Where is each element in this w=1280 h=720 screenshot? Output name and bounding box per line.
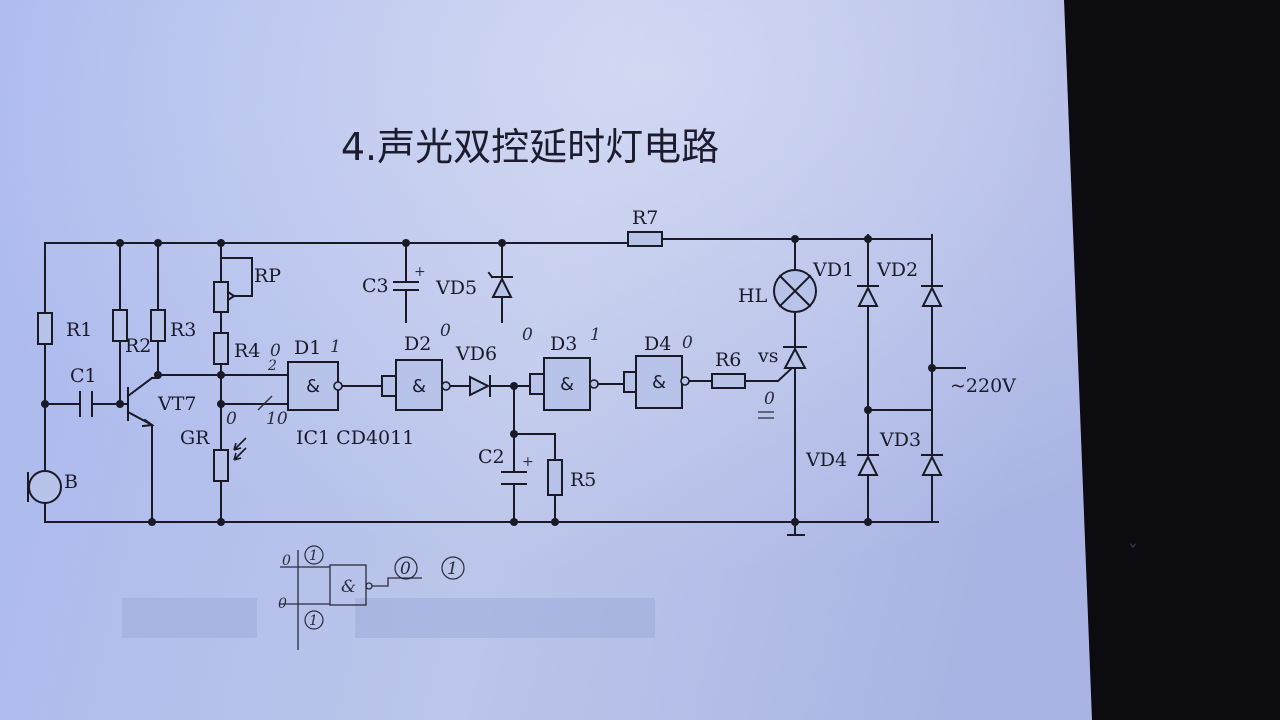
nand-gate-d4: &	[623, 355, 690, 409]
capacitor-c2	[501, 471, 527, 485]
handwritten-gate-sketch: & 1 0 1 0 0 1	[278, 545, 465, 650]
resistor-r4	[213, 332, 229, 365]
diode-vd3	[921, 454, 943, 476]
svg-text:1: 1	[309, 613, 318, 629]
svg-text:C3: C3	[362, 275, 389, 297]
svg-text:ˇ: ˇ	[1128, 541, 1138, 565]
svg-text:vs: vs	[757, 345, 778, 367]
nand-gate-d3: &	[529, 357, 599, 411]
svg-text:&: &	[306, 376, 320, 397]
svg-text:0: 0	[764, 389, 775, 409]
svg-text:0: 0	[278, 596, 287, 612]
bleed-through-mark	[355, 598, 655, 638]
svg-text:R2: R2	[125, 335, 151, 357]
svg-text:R3: R3	[170, 319, 196, 341]
svg-text:B: B	[64, 471, 78, 493]
photoresistor-gr	[213, 449, 229, 482]
resistor-r7	[627, 231, 663, 247]
svg-text:R4: R4	[234, 340, 260, 362]
junction-dots	[41, 235, 936, 526]
resistor-r1	[37, 312, 53, 345]
svg-text:1: 1	[447, 559, 458, 579]
svg-text:R7: R7	[632, 207, 658, 229]
svg-text:+: +	[414, 264, 426, 280]
svg-text:0: 0	[226, 409, 237, 429]
svg-text:0: 0	[682, 333, 693, 353]
svg-text:1: 1	[330, 337, 341, 357]
svg-text:VD5: VD5	[435, 277, 477, 299]
diagram-title: 4.声光双控延时灯电路	[341, 125, 719, 169]
svg-text:R5: R5	[570, 469, 596, 491]
svg-text:0: 0	[282, 553, 291, 569]
resistor-r3	[150, 309, 166, 342]
svg-text:VD2: VD2	[876, 259, 918, 281]
diode-vd2	[921, 285, 943, 307]
svg-text:&: &	[652, 372, 666, 393]
svg-text:GR: GR	[180, 427, 210, 449]
svg-text:1: 1	[590, 325, 601, 345]
svg-text:2: 2	[267, 358, 277, 374]
resistor-r6	[711, 373, 746, 389]
handwritten-annotations: 0 2 1 10 0 0 0 1 0 0	[226, 321, 775, 429]
svg-text:D1: D1	[294, 337, 321, 359]
svg-text:VT7: VT7	[157, 393, 196, 415]
diode-vd4	[857, 454, 879, 476]
svg-text:D2: D2	[404, 333, 431, 355]
svg-text:~220V: ~220V	[950, 375, 1016, 397]
svg-text:VD4: VD4	[805, 449, 847, 471]
svg-text:HL: HL	[738, 285, 768, 307]
bleed-through-mark	[122, 598, 257, 638]
svg-text:0: 0	[270, 341, 281, 361]
svg-text:&: &	[341, 577, 356, 597]
nand-gate-d2: &	[381, 359, 451, 411]
diode-vd6	[469, 375, 491, 397]
svg-text:IC1 CD4011: IC1 CD4011	[296, 427, 414, 449]
svg-text:R6: R6	[715, 349, 741, 371]
svg-text:0: 0	[522, 325, 533, 345]
svg-text:1: 1	[309, 548, 318, 564]
potentiometer-rp	[213, 281, 229, 313]
microphone-b	[28, 470, 62, 504]
light-arrows-icon	[233, 437, 247, 461]
resistor-r5	[547, 459, 563, 496]
svg-text:10: 10	[266, 409, 288, 429]
svg-text:VD6: VD6	[455, 343, 497, 365]
zener-diode-vd5	[487, 271, 513, 298]
diode-vd1	[857, 285, 879, 307]
svg-text:0: 0	[400, 559, 411, 579]
svg-text:&: &	[412, 376, 426, 397]
svg-text:0: 0	[440, 321, 451, 341]
svg-text:&: &	[560, 374, 574, 395]
svg-text:C1: C1	[70, 365, 97, 387]
lamp-hl	[773, 269, 817, 313]
svg-text:R1: R1	[66, 319, 92, 341]
svg-text:D3: D3	[550, 333, 577, 355]
wiring	[28, 234, 966, 536]
svg-text:C2: C2	[478, 446, 505, 468]
resistor-r2	[112, 309, 128, 342]
component-labels: R1 R2 R3 RP R4 R5 R6 R7 C1 C2 C3 VT7 GR …	[64, 207, 1016, 493]
capacitor-c1	[79, 391, 93, 417]
svg-text:D4: D4	[644, 333, 671, 355]
capacitor-c3	[393, 281, 419, 291]
svg-text:VD1: VD1	[812, 259, 854, 281]
svg-text:VD3: VD3	[879, 429, 921, 451]
nand-gate-d1: &	[287, 361, 343, 411]
thyristor-vs	[783, 346, 807, 369]
svg-text:+: +	[522, 454, 534, 470]
svg-text:RP: RP	[254, 265, 281, 287]
rp-wiper-arrow	[226, 290, 236, 302]
